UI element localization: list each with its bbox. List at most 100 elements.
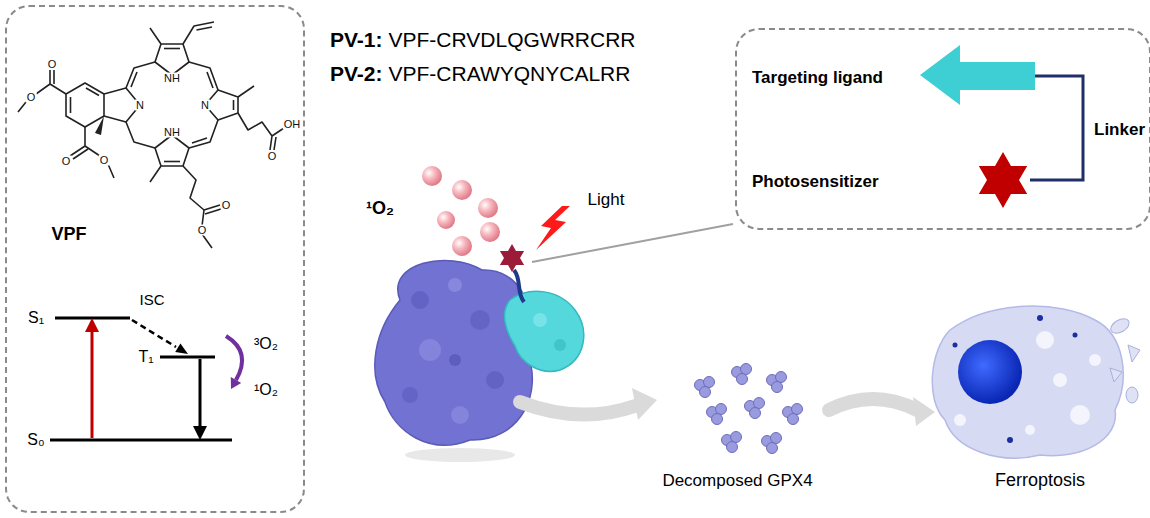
component-label: Targeting ligand (752, 68, 883, 88)
photosensitizer-star (500, 244, 524, 272)
vpf-structure-part (150, 166, 221, 248)
gpx4-protein-part (402, 387, 418, 403)
energy-level-label: S₀ (27, 431, 44, 449)
vpf-structure-part (164, 48, 180, 50)
decomposed-fragments-part (745, 398, 765, 419)
oxygen-state-label: ³O₂ (254, 335, 278, 353)
vpf-structure-part (233, 100, 235, 110)
atom-label: NH (163, 127, 181, 138)
jablonski-diagram-part (199, 359, 202, 428)
ferroptotic-cell-part (958, 340, 1022, 404)
transition-label: ISC (139, 291, 164, 308)
gpx4-protein (375, 260, 533, 462)
singlet-oxygen-label: ¹O₂ (366, 198, 394, 219)
ferroptotic-cell-part (1110, 368, 1122, 382)
decomposed-fragments-part (783, 404, 803, 425)
arrow-head (913, 397, 935, 426)
ferroptotic-cell (932, 306, 1140, 458)
gpx4-protein-part (405, 448, 515, 462)
jablonski-diagram-part (50, 439, 232, 442)
conjugate-scheme-part (979, 152, 1027, 208)
vpf-structure-part (238, 113, 284, 150)
targeting-peptide-part (505, 291, 584, 371)
light-bolt (536, 206, 570, 250)
process-arrow-part (632, 388, 657, 420)
gpx4-protein-part (470, 310, 490, 330)
singlet-oxygen-spheres-part (452, 180, 472, 200)
vpf-structure-part (66, 83, 104, 127)
vpf-structure-part (70, 127, 114, 178)
atom-label: OH (283, 119, 302, 130)
singlet-oxygen-spheres-part (437, 211, 455, 229)
ferroptotic-cell-part (953, 343, 958, 348)
vpf-structure-part (150, 22, 214, 44)
ferroptotic-cell-part (1007, 437, 1013, 443)
cell-group: Ferroptosis (935, 290, 1145, 495)
peptide-sequence: VPF-CRAWYQNYCALRR (389, 62, 631, 86)
gpx4-protein-part (486, 371, 504, 389)
atom-label: O (197, 225, 208, 236)
vpf-structure-part (131, 72, 213, 143)
leader-line (532, 224, 733, 262)
gpx4-protein-part (448, 278, 462, 292)
ferroptotic-cell-part (1126, 387, 1138, 403)
decomposed-fragments-part (767, 372, 787, 393)
compound-name: VPF (51, 224, 86, 245)
ferroptotic-cell-part (1070, 405, 1090, 425)
singlet-oxygen-spheres-part (480, 222, 500, 242)
process-arrow (829, 397, 935, 426)
gpx4-protein-part (419, 339, 441, 361)
vpf-structure-part (155, 135, 189, 166)
ferroptotic-cell-part (1128, 345, 1140, 362)
jablonski-diagram-part (132, 320, 176, 347)
jablonski-diagram-part (85, 318, 99, 332)
ferroptotic-cell-part (954, 414, 966, 426)
jablonski-diagram-part (160, 356, 215, 359)
energy-level-label: S₁ (28, 309, 44, 327)
conjugate-scheme (920, 45, 1083, 208)
ferroptotic-cell-part (1053, 373, 1067, 387)
conjugate-scheme-panel: Targeting ligandLinkerPhotosensitizer (735, 28, 1150, 230)
arrow-body (829, 399, 917, 410)
conjugate-scheme-part (1030, 76, 1083, 180)
ferroptotic-cell-part (932, 306, 1123, 458)
vpf-structure-part (164, 161, 180, 163)
decomposed-fragments (695, 364, 803, 454)
gpx4-protein-part (449, 354, 461, 366)
decomposed-fragments-part (762, 433, 782, 454)
process-arrow-part (520, 402, 635, 415)
component-label: Photosensitizer (752, 172, 879, 192)
ferroptotic-cell-part (1108, 316, 1131, 336)
vpf-structure-part (95, 116, 104, 135)
jablonski-diagram-part (231, 377, 241, 389)
atom-label: O (221, 200, 232, 211)
vpf-structure-part (238, 86, 254, 97)
targeting-peptide-part (533, 313, 547, 327)
singlet-oxygen-spheres-part (452, 236, 472, 256)
atom-label: O (267, 151, 278, 162)
peptide-name: PV-1: (330, 28, 383, 52)
singlet-oxygen-spheres-part (422, 166, 442, 186)
atom-label: N (200, 100, 210, 111)
vpf-structure-part (18, 70, 66, 112)
jablonski-diagram-part (175, 343, 188, 354)
structure-panel: VPF (5, 5, 305, 513)
targeting-peptide (505, 291, 584, 371)
peptide-name: PV-2: (330, 62, 383, 86)
decomposed-fragments-part (695, 377, 715, 398)
component-label: Linker (1094, 120, 1145, 140)
vpf-structure-part (126, 62, 218, 148)
atom-label: NH (163, 73, 181, 84)
decomposed-fragments-part (722, 432, 742, 453)
process-arrow (520, 388, 657, 420)
gpx4-protein-part (451, 406, 469, 424)
linker-line (514, 270, 524, 302)
ferroptotic-cell-part (1037, 315, 1043, 321)
singlet-oxygen-spheres (422, 166, 500, 256)
ferroptotic-cell-part (1036, 331, 1054, 349)
targeting-peptide-part (554, 339, 566, 351)
conjugate-scheme-part (920, 45, 1035, 105)
gpx4-protein-part (411, 291, 429, 309)
energy-level-label: T₁ (138, 348, 153, 366)
vpf-structure-part (71, 88, 100, 113)
